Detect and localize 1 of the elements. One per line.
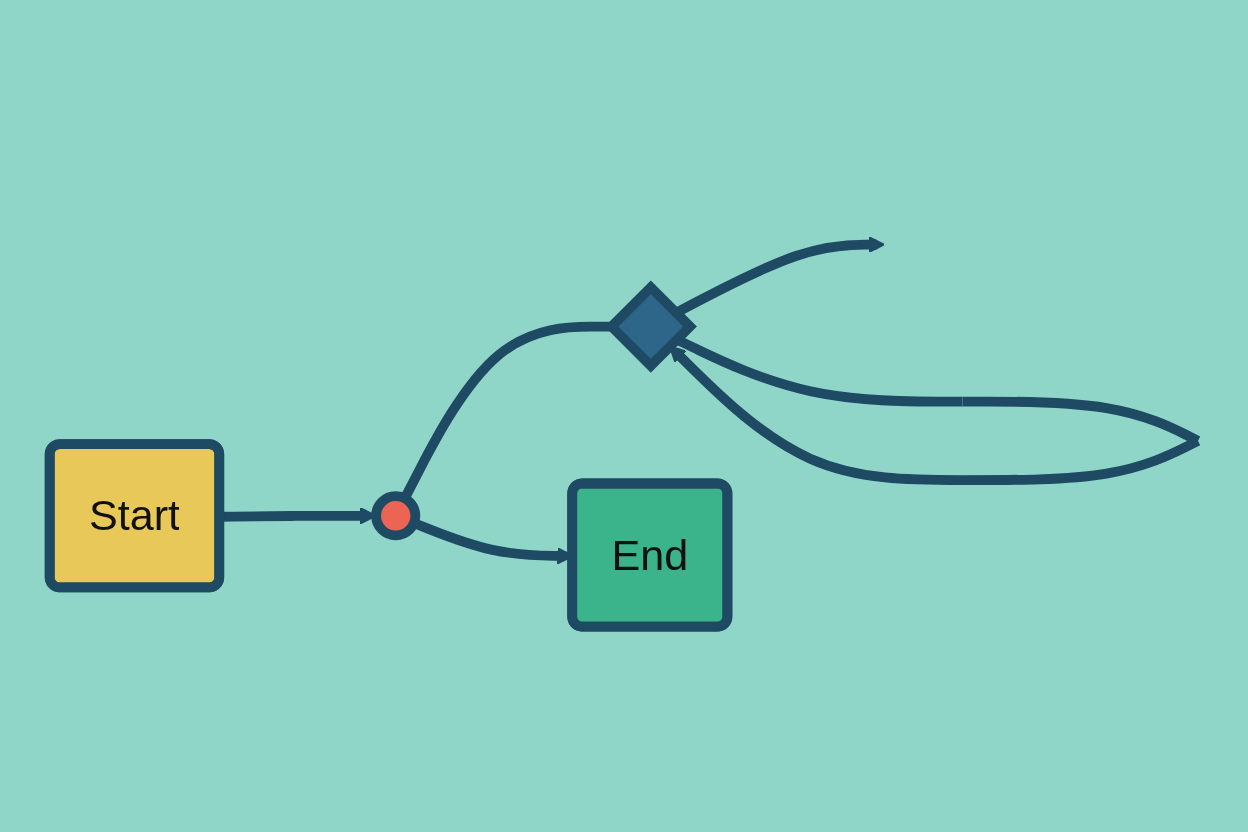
node-circle	[371, 491, 421, 541]
